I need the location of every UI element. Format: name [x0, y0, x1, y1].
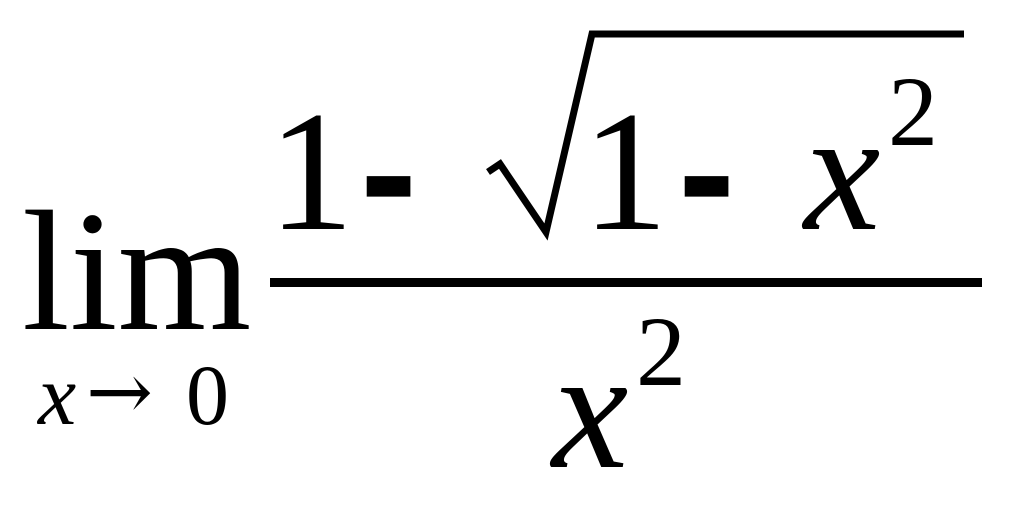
numerator-one: 1	[268, 77, 354, 267]
lim-operator: lim	[22, 177, 252, 367]
radicand-exponent: 2	[888, 56, 938, 167]
limit-formula: lim x → 0 1 - 1 - x 2 x 2	[22, 30, 982, 505]
radicand-variable: x	[804, 77, 881, 267]
numerator-minus: -	[360, 76, 418, 268]
subscript-arrow: →	[86, 345, 154, 438]
radical-sign	[486, 30, 964, 241]
radicand-minus: -	[678, 76, 736, 268]
denominator-exponent: 2	[636, 296, 686, 407]
subscript-value: 0	[186, 347, 229, 443]
radicand-one: 1	[582, 77, 668, 267]
fraction-bar	[270, 278, 982, 287]
formula-strokes	[270, 30, 982, 287]
denominator-variable: x	[552, 315, 629, 505]
subscript-variable: x	[38, 347, 77, 443]
